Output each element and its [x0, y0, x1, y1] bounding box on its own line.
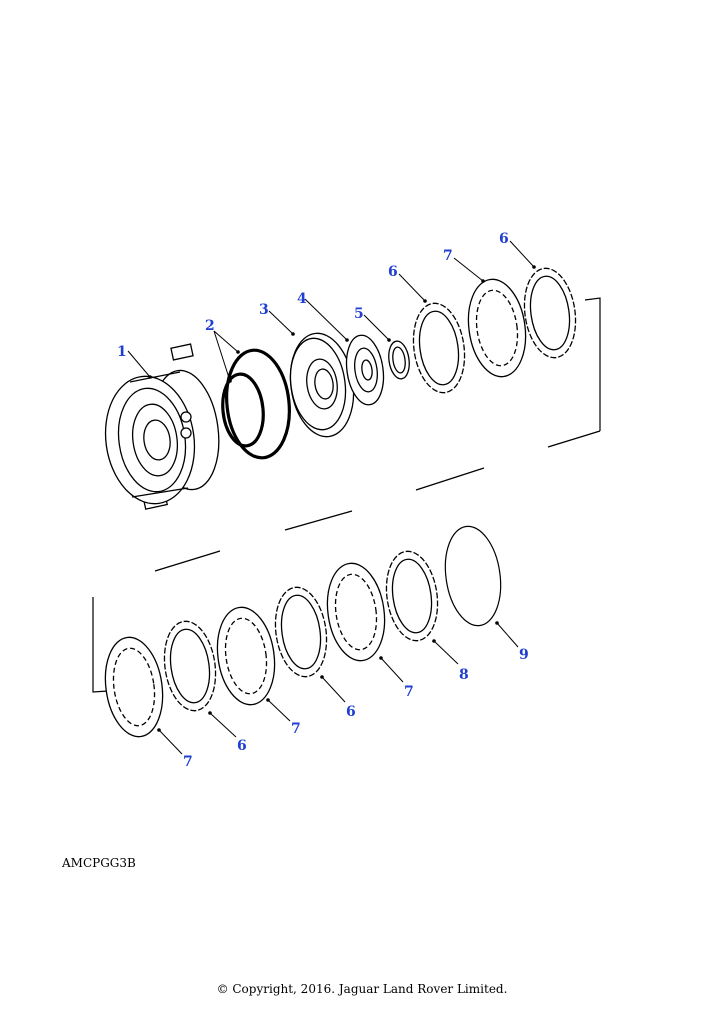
callout-2: 2 — [205, 318, 215, 334]
callout-7-a: 7 — [443, 248, 453, 264]
callout-6-b: 6 — [499, 231, 509, 247]
callout-8: 8 — [459, 667, 469, 683]
part-spring-retainer — [345, 334, 385, 406]
callout-9: 9 — [519, 647, 529, 663]
callout-4: 4 — [297, 291, 307, 307]
part-clutch-drum — [104, 343, 220, 510]
copyright-notice: © Copyright, 2016. Jaguar Land Rover Lim… — [216, 982, 508, 996]
part-snap-ring — [388, 340, 410, 380]
upper-clutch-plates — [412, 267, 577, 394]
illustration-reference-code: AMCPGG3B — [62, 856, 136, 870]
callout-6-d: 6 — [237, 738, 247, 754]
callout-1: 1 — [117, 344, 127, 360]
part-piston — [289, 332, 355, 438]
callout-6-c: 6 — [346, 704, 356, 720]
callout-7-c: 7 — [291, 721, 301, 737]
callout-6-a: 6 — [388, 264, 398, 280]
leader-lines — [127, 240, 536, 755]
lower-clutch-plates — [104, 525, 502, 738]
explode-axis-lines — [92, 297, 601, 693]
callout-7-d: 7 — [183, 754, 193, 770]
part-sealing-rings — [221, 348, 291, 460]
callout-labels: 1 2 3 4 5 6 7 6 7 8 9 7 6 7 6 7 — [117, 231, 529, 770]
callout-5: 5 — [354, 306, 364, 322]
callout-7-b: 7 — [404, 684, 414, 700]
callout-3: 3 — [259, 302, 269, 318]
